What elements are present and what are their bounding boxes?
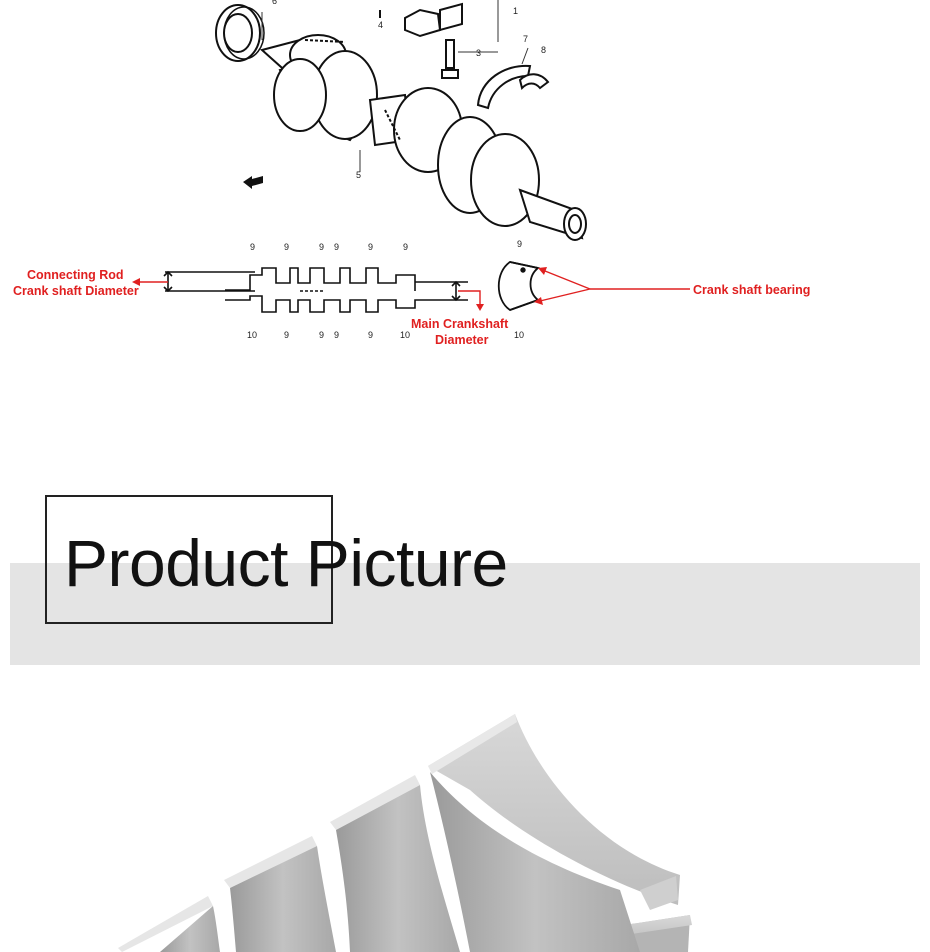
part-number-6: 6: [272, 0, 277, 6]
small-parts-illustration: [379, 2, 550, 110]
crankshaft-diagram: 6 4 1 3 7 8 5 9 9 9 9 9 9 10 9 9 9 9 10: [13, 0, 810, 347]
profile-number-top: 9: [250, 242, 255, 252]
section-title-frame: [45, 495, 333, 624]
part-number-5: 5: [356, 170, 361, 180]
bearing-shells-photo: [118, 714, 692, 952]
bearing-arrows: [534, 267, 690, 305]
bearing-shell: [428, 714, 680, 952]
profile-number-bottom: 9: [284, 330, 289, 340]
main-crankshaft-arrow: [458, 290, 484, 311]
section-title: Product Picture: [64, 526, 508, 600]
part-number-3: 3: [476, 48, 481, 58]
bearing-shell-illustration: [497, 261, 541, 311]
profile-number-top: 9: [368, 242, 373, 252]
crankshaft-illustration: [259, 34, 587, 241]
bearing-shell: [118, 896, 220, 952]
main-crankshaft-label-line1: Main Crankshaft: [411, 317, 509, 331]
profile-number-bottom: 10: [400, 330, 410, 340]
bearing-number-bottom: 10: [514, 330, 524, 340]
profile-number-bottom: 10: [247, 330, 257, 340]
oil-seal-illustration: [215, 4, 265, 62]
part-number-8: 8: [541, 45, 546, 55]
section-band: [10, 563, 920, 665]
profile-number-top: 9: [334, 242, 339, 252]
profile-number-bottom: 9: [334, 330, 339, 340]
connecting-rod-arrow: [132, 278, 168, 286]
profile-number-top: 9: [319, 242, 324, 252]
profile-number-bottom: 9: [368, 330, 373, 340]
profile-number-top: 9: [284, 242, 289, 252]
front-arrow-icon: [243, 176, 263, 189]
crankshaft-profile: [163, 267, 468, 313]
part-number-1: 1: [513, 6, 518, 16]
part-number-4: 4: [378, 20, 383, 30]
bearing-shell: [330, 775, 460, 952]
connecting-rod-label-line2: Crank shaft Diameter: [13, 284, 139, 298]
bearing-number-top: 9: [517, 239, 522, 249]
leader-lines: [261, 0, 529, 172]
part-number-7: 7: [523, 34, 528, 44]
main-crankshaft-label-line2: Diameter: [435, 333, 489, 347]
bearing-label: Crank shaft bearing: [693, 283, 810, 297]
connecting-rod-label-line1: Connecting Rod: [27, 268, 124, 282]
profile-number-labels: 9 9 9 9 9 9 10 9 9 9 9 10: [247, 242, 410, 340]
bearing-shell: [224, 836, 336, 952]
profile-number-bottom: 9: [319, 330, 324, 340]
profile-number-top: 9: [403, 242, 408, 252]
